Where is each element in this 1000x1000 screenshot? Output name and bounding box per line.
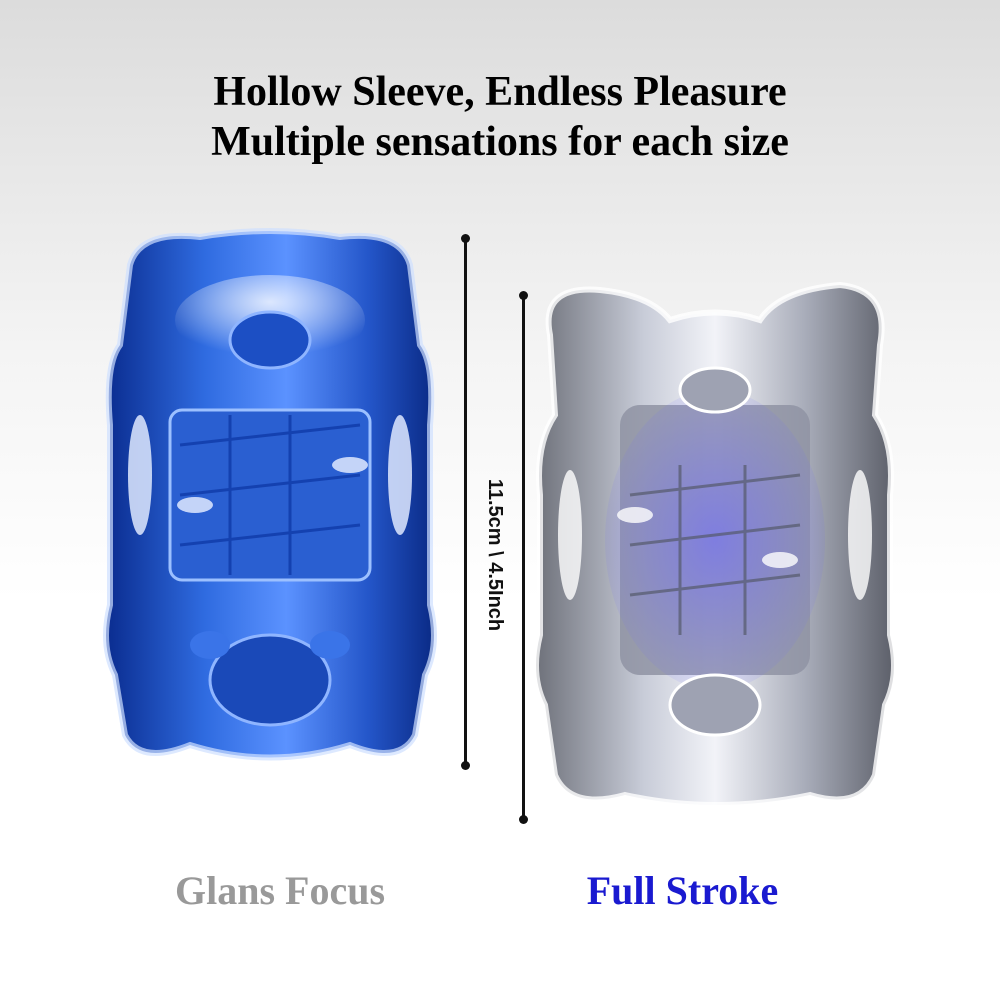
headline-line-2: Multiple sensations for each size — [211, 119, 789, 165]
right-dimension-cap-bottom — [519, 815, 528, 824]
clear-sleeve-image — [530, 275, 900, 820]
height-dimension-cap-top — [461, 234, 470, 243]
product-label-full-stroke: Full Stroke — [586, 868, 779, 913]
right-dimension-cap-top — [519, 291, 528, 300]
product-label-glans-focus: Glans Focus — [174, 868, 386, 913]
right-dimension-line — [522, 296, 525, 820]
height-dimension-cap-bottom — [461, 761, 470, 770]
height-dimension-line — [464, 239, 467, 766]
size-label: 11.5cm \ 4.5Inch — [484, 478, 506, 632]
headline-line-1: Hollow Sleeve, Endless Pleasure — [213, 69, 787, 115]
blue-sleeve-image — [100, 225, 440, 770]
